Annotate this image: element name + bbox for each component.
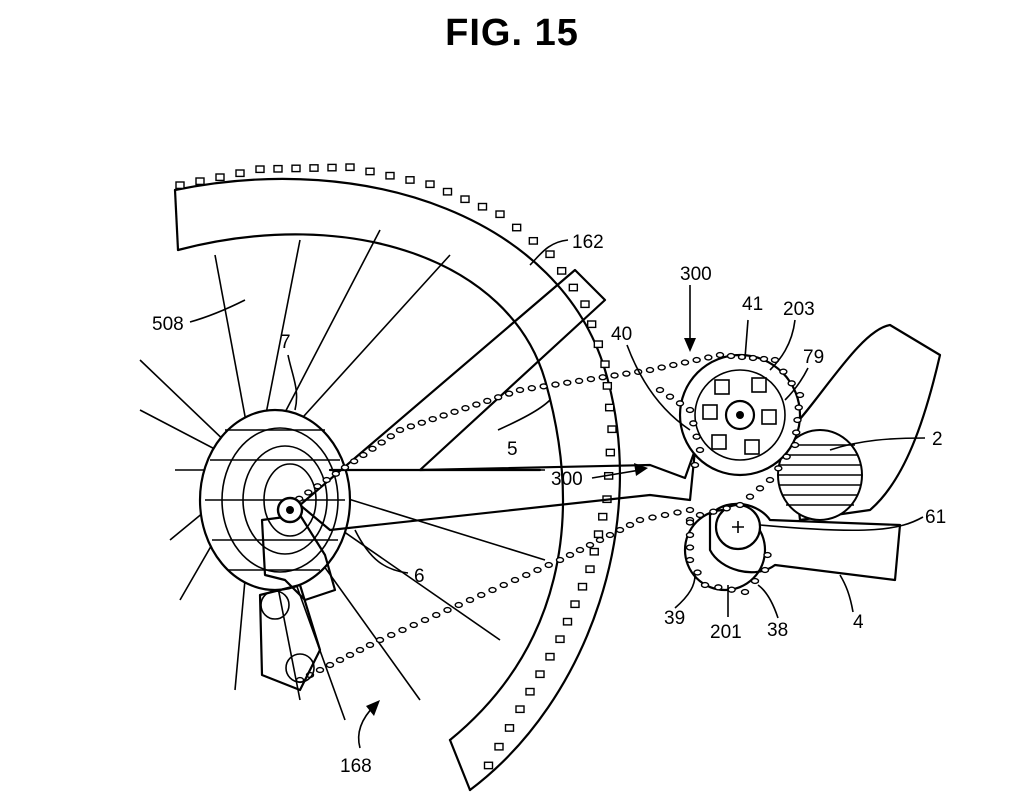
- tire-left-cut: [173, 188, 180, 252]
- label-508: 508: [152, 314, 184, 335]
- motor-housing: [788, 323, 942, 522]
- label-6: 6: [414, 566, 425, 587]
- label-40: 40: [611, 324, 632, 345]
- label-41: 41: [742, 294, 763, 315]
- arrowheads: [366, 338, 696, 716]
- motor-fins: [777, 429, 863, 521]
- label-162: 162: [572, 232, 604, 253]
- seat-stay: [298, 268, 697, 532]
- label-201: 201: [710, 622, 742, 643]
- label-39: 39: [664, 608, 685, 629]
- label-203: 203: [783, 299, 815, 320]
- label-168: 168: [340, 756, 372, 777]
- label-2: 2: [932, 429, 943, 450]
- tire-inner-edge: [176, 233, 565, 742]
- label-300-mid: 300: [551, 469, 583, 490]
- label-4: 4: [853, 612, 864, 633]
- reference-labels: 162 300 41 203 508 7 40 79 2 5 300 61 6 …: [152, 232, 946, 777]
- label-300-top: 300: [680, 264, 712, 285]
- crank-spindle-mark: [732, 521, 744, 533]
- leader-lines: [189, 239, 926, 749]
- label-61: 61: [925, 507, 946, 528]
- label-38: 38: [767, 620, 788, 641]
- tire-tread: [175, 163, 617, 770]
- rear-cassette: [198, 408, 352, 592]
- label-79: 79: [803, 347, 824, 368]
- tire-outer-edge: [173, 177, 622, 792]
- front-chainring: [678, 353, 802, 477]
- label-5: 5: [507, 439, 518, 460]
- tire-bottom-cut: [448, 738, 472, 792]
- figure-title: FIG. 15: [445, 12, 579, 54]
- rear-derailleur: [258, 496, 337, 692]
- label-7: 7: [280, 332, 291, 353]
